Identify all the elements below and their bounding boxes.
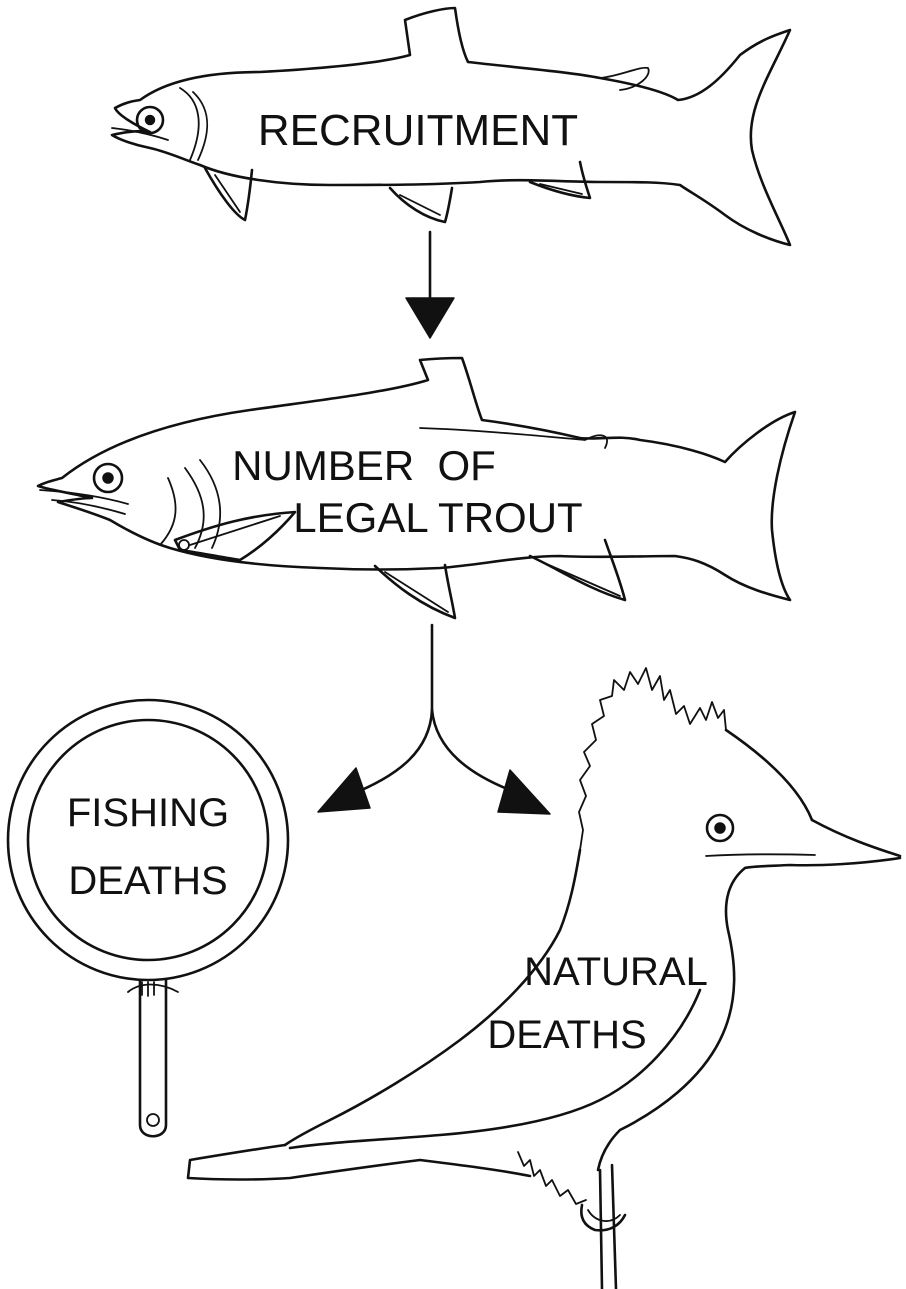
- landing-net-icon: FISHING DEATHS: [8, 700, 288, 1136]
- fishing-deaths-label-line1: FISHING: [67, 791, 229, 835]
- fishing-deaths-label-line2: DEATHS: [68, 859, 227, 903]
- arrow-recruitment-to-legal-trout: [406, 232, 454, 338]
- recruitment-label: RECRUITMENT: [258, 106, 578, 155]
- natural-deaths-label-line2: DEATHS: [487, 1013, 646, 1057]
- kingfisher-icon: NATURAL DEATHS: [188, 668, 900, 1289]
- legal-trout-icon: NUMBER OF LEGAL TROUT: [38, 358, 795, 618]
- arrow-split: [318, 625, 550, 814]
- arrow-to-fishing-deaths: [318, 768, 370, 812]
- recruitment-trout-icon: RECRUITMENT: [112, 8, 790, 245]
- natural-deaths-label-line1: NATURAL: [524, 950, 708, 994]
- legal-trout-label-line2: LEGAL TROUT: [293, 494, 582, 541]
- legal-trout-label-line1: NUMBER OF: [232, 442, 496, 489]
- arrow-to-natural-deaths: [498, 770, 550, 814]
